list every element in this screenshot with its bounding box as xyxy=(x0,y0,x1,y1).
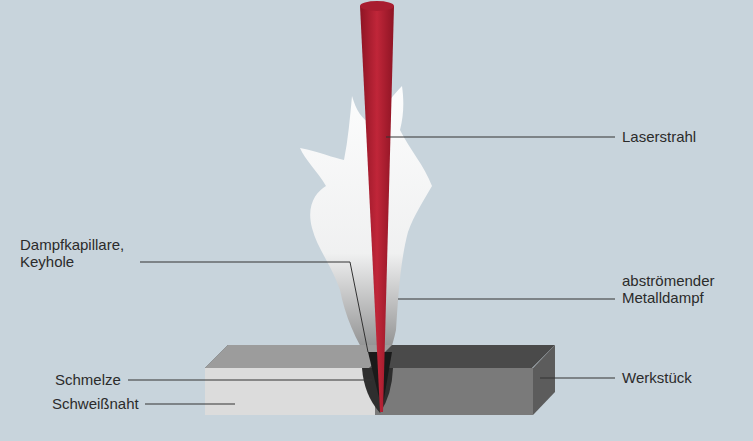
weld-seam-top xyxy=(205,345,392,368)
leader-line xyxy=(386,137,615,138)
laser-beam xyxy=(360,6,394,412)
leader-line xyxy=(145,404,235,405)
leader-line xyxy=(540,378,615,379)
leader-line xyxy=(128,380,372,381)
metal-vapour-plume xyxy=(300,86,432,365)
part-label: Schmelze xyxy=(55,371,125,388)
part-label: Schweißnaht xyxy=(52,395,142,412)
leader-line xyxy=(398,299,615,300)
part-label: Werkstück xyxy=(622,369,747,386)
weld-seam-front xyxy=(205,368,375,415)
part-label: Laserstrahl xyxy=(622,128,747,145)
workpiece-front xyxy=(205,368,533,415)
workpiece-side xyxy=(533,345,555,415)
laser-beam-top xyxy=(360,1,394,11)
leader-line xyxy=(140,262,368,352)
part-label: abströmender Metalldampf xyxy=(622,272,747,306)
part-label: Dampfkapillare, Keyhole xyxy=(20,236,138,270)
